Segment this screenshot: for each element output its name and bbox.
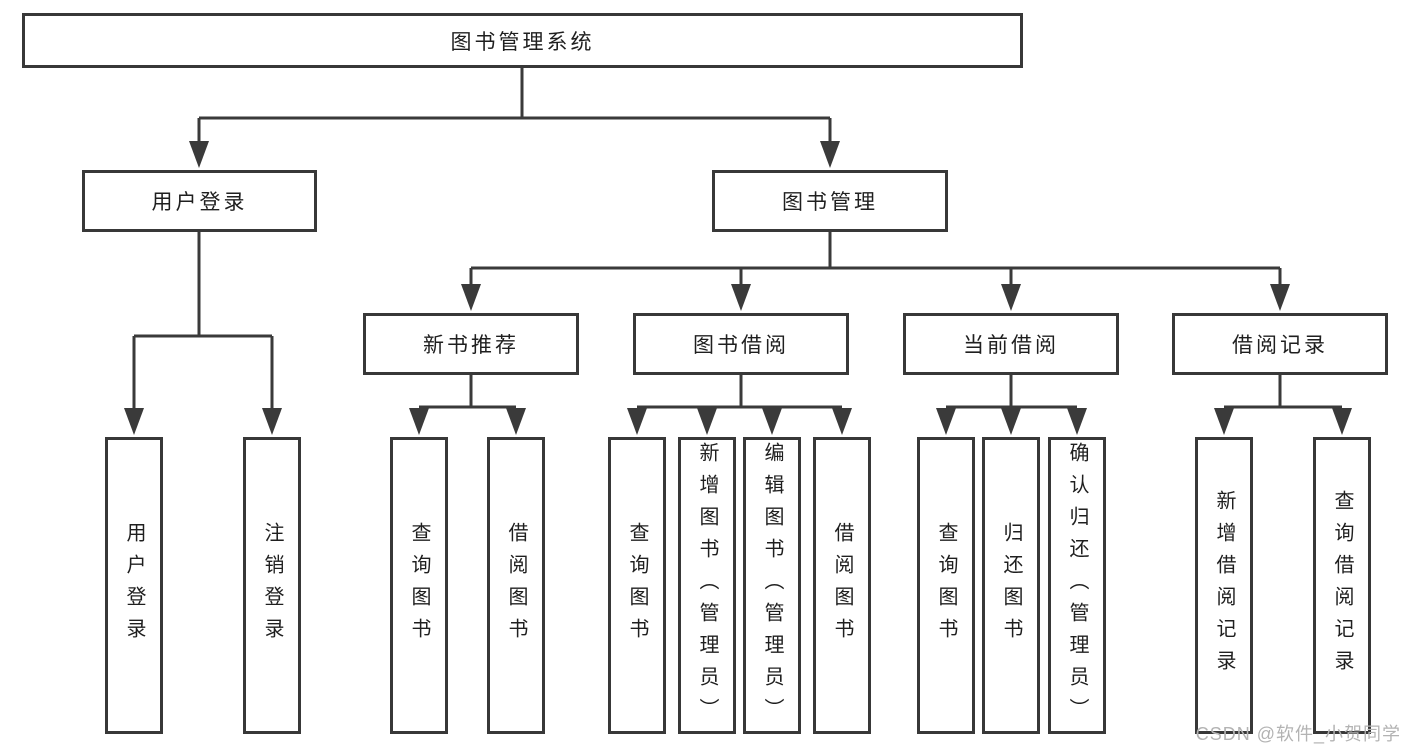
node-book-borrowing: 图书借阅: [633, 313, 849, 375]
node-leaf-confirm-return-admin: 确认归还（管理员）: [1048, 437, 1106, 734]
node-root: 图书管理系统: [22, 13, 1023, 68]
node-leaf-query-books-1-label: 查询图书: [408, 521, 430, 650]
node-leaf-query-books-3-label: 查询图书: [935, 521, 957, 650]
node-book-management: 图书管理: [712, 170, 948, 232]
node-leaf-borrow-books-2: 借阅图书: [813, 437, 871, 734]
node-leaf-add-borrow-record: 新增借阅记录: [1195, 437, 1253, 734]
node-leaf-logout: 注销登录: [243, 437, 301, 734]
node-leaf-add-books-admin: 新增图书（管理员）: [678, 437, 736, 734]
node-leaf-query-books-2: 查询图书: [608, 437, 666, 734]
node-leaf-query-borrow-record: 查询借阅记录: [1313, 437, 1371, 734]
node-current-borrowing-label: 当前借阅: [963, 334, 1059, 357]
node-leaf-confirm-return-admin-label: 确认归还（管理员）: [1066, 441, 1088, 730]
node-leaf-add-borrow-record-label: 新增借阅记录: [1213, 489, 1235, 682]
node-new-book-recommend: 新书推荐: [363, 313, 579, 375]
node-leaf-edit-books-admin-label: 编辑图书（管理员）: [761, 441, 783, 730]
node-leaf-edit-books-admin: 编辑图书（管理员）: [743, 437, 801, 734]
watermark: CSDN @软件_小贺同学: [1195, 724, 1401, 744]
node-book-management-label: 图书管理: [782, 191, 878, 214]
node-leaf-query-books-1: 查询图书: [390, 437, 448, 734]
node-leaf-return-books-label: 归还图书: [1000, 521, 1022, 650]
node-leaf-query-borrow-record-label: 查询借阅记录: [1331, 489, 1353, 682]
node-leaf-user-login-label: 用户登录: [123, 521, 145, 650]
node-new-book-recommend-label: 新书推荐: [423, 334, 519, 357]
node-borrowing-records: 借阅记录: [1172, 313, 1388, 375]
node-leaf-user-login: 用户登录: [105, 437, 163, 734]
node-leaf-add-books-admin-label: 新增图书（管理员）: [696, 441, 718, 730]
node-leaf-query-books-2-label: 查询图书: [626, 521, 648, 650]
node-user-login: 用户登录: [82, 170, 317, 232]
node-leaf-borrow-books-1: 借阅图书: [487, 437, 545, 734]
node-leaf-logout-label: 注销登录: [261, 521, 283, 650]
node-leaf-borrow-books-1-label: 借阅图书: [505, 521, 527, 650]
node-leaf-borrow-books-2-label: 借阅图书: [831, 521, 853, 650]
node-book-borrowing-label: 图书借阅: [693, 334, 789, 357]
node-user-login-label: 用户登录: [151, 191, 248, 214]
node-current-borrowing: 当前借阅: [903, 313, 1119, 375]
node-root-label: 图书管理系统: [450, 30, 595, 54]
node-leaf-query-books-3: 查询图书: [917, 437, 975, 734]
node-leaf-return-books: 归还图书: [982, 437, 1040, 734]
node-borrowing-records-label: 借阅记录: [1232, 334, 1328, 357]
